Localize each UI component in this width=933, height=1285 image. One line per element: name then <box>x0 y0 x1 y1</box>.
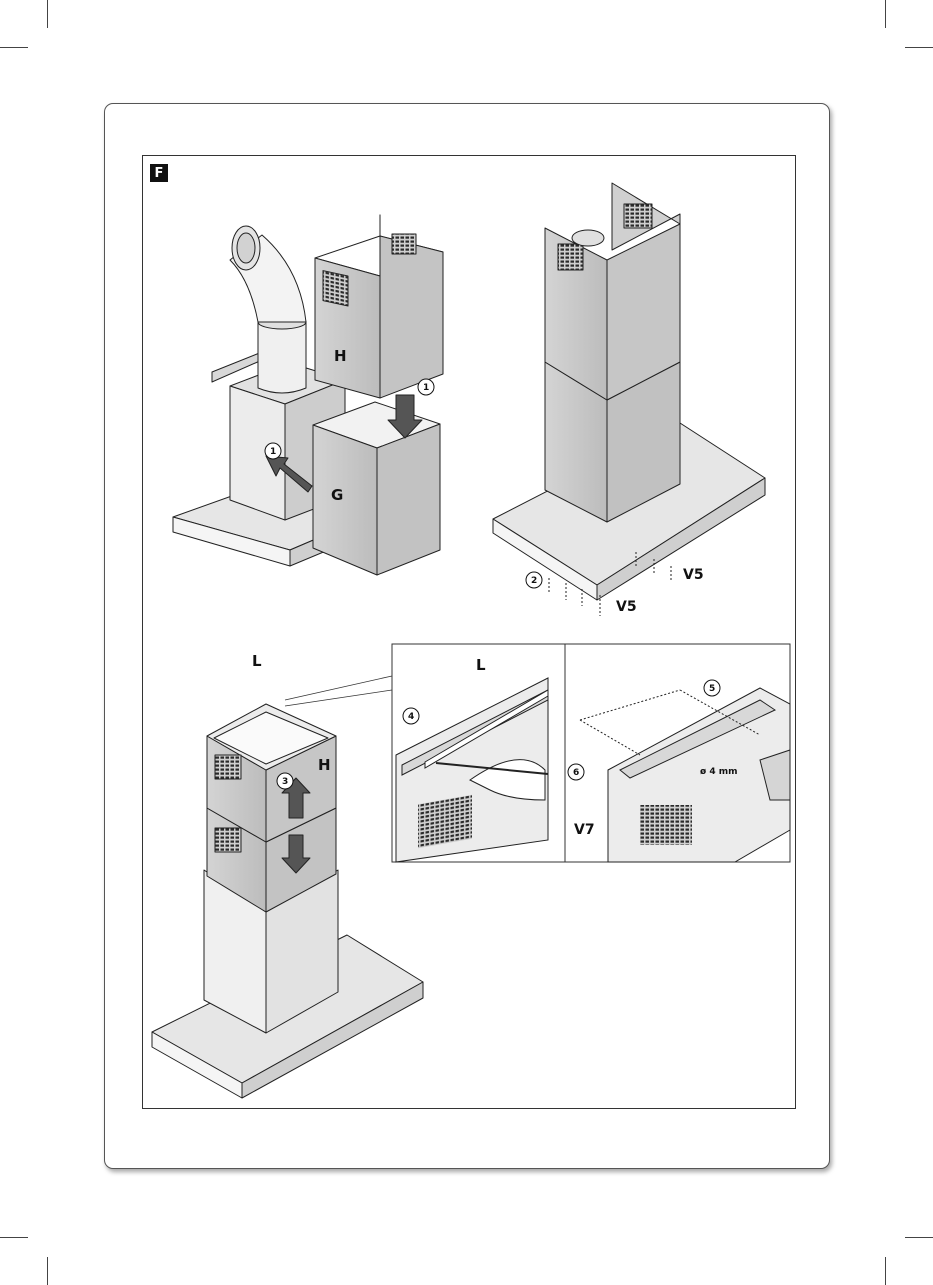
label-v7: V7 <box>574 822 595 838</box>
label-h-lower: H <box>318 756 331 774</box>
label-h: H <box>334 347 347 365</box>
label-g: G <box>331 486 343 504</box>
step-6: 6 <box>573 768 579 778</box>
label-v5-front: V5 <box>616 599 637 615</box>
step-3: 3 <box>282 777 288 787</box>
label-drill-size: ø 4 mm <box>700 767 737 777</box>
step-1-side: 1 <box>270 447 276 457</box>
label-v5-right: V5 <box>683 567 704 583</box>
label-l-main: L <box>252 652 262 670</box>
step-1-top: 1 <box>423 383 429 393</box>
step-5: 5 <box>709 684 715 694</box>
step-4: 4 <box>408 712 414 722</box>
label-l-detail: L <box>476 656 486 674</box>
step-2: 2 <box>531 576 537 586</box>
